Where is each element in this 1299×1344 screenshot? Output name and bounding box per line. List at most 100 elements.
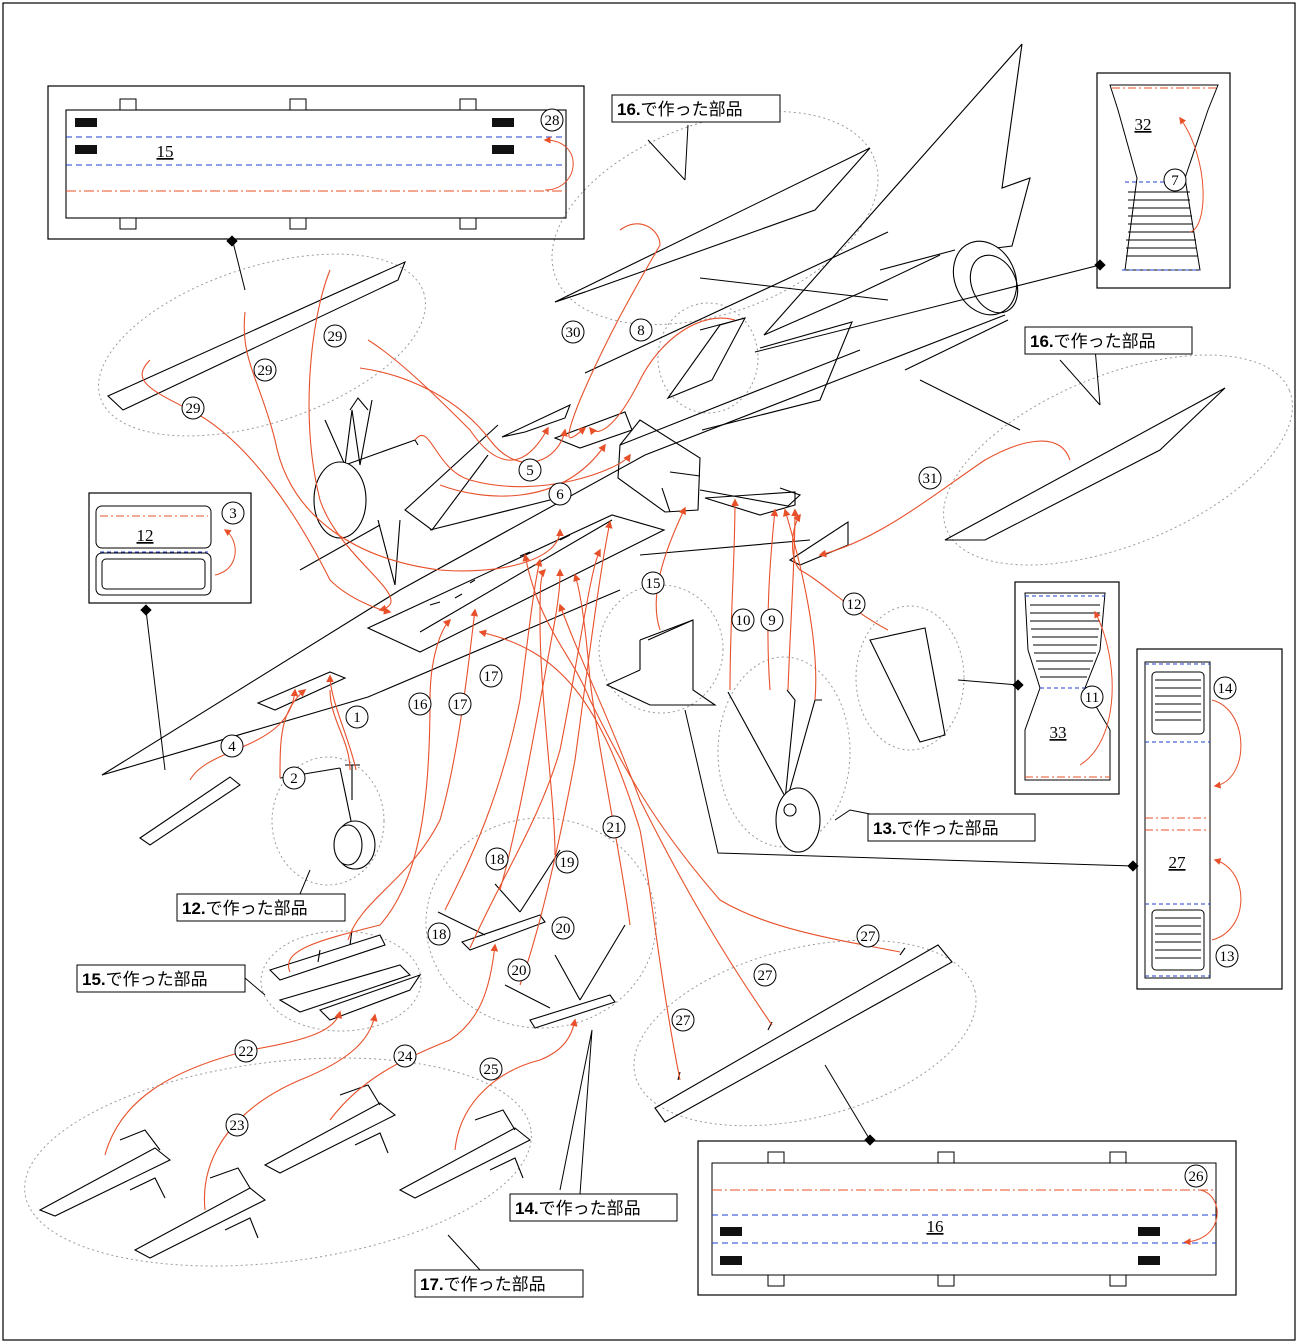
intake-ramp — [666, 317, 747, 400]
callout-17: 17.で作った部品 — [414, 1269, 584, 1298]
ellipse-upper-tank — [551, 110, 879, 326]
ellipse-main-gear-right — [717, 656, 851, 848]
flap — [869, 627, 946, 743]
nose-tray — [139, 776, 241, 846]
svg-text:9: 9 — [768, 613, 776, 629]
main-gear-left — [313, 397, 419, 539]
marker-1: 1 — [345, 705, 369, 729]
svg-text:18: 18 — [432, 927, 447, 943]
marker-21: 21 — [602, 815, 626, 839]
callout-14: 14.で作った部品 — [509, 1193, 678, 1222]
callout-16-right: 16.で作った部品 — [1024, 326, 1193, 355]
marker-17: 17 — [479, 664, 503, 688]
group-ellipses — [24, 110, 1293, 1267]
panel-27-label: 27 — [1169, 853, 1187, 872]
marker-2: 2 — [282, 766, 306, 790]
gear-bay — [605, 619, 717, 706]
marker-27: 27 — [671, 1008, 695, 1032]
ellipse-wing-strip — [98, 253, 426, 437]
marker-26: 26 — [1184, 1164, 1208, 1188]
main-gear-right — [727, 689, 822, 853]
ellipse-intake — [657, 302, 759, 414]
ellipse-right-tank — [943, 354, 1293, 566]
long-beam — [654, 944, 953, 1123]
callout-pointers — [244, 809, 871, 1271]
marker-3: 3 — [221, 501, 245, 525]
svg-text:29: 29 — [186, 401, 201, 417]
panel-15: 15 — [47, 85, 585, 240]
marker-12: 12 — [842, 592, 866, 616]
marker-30: 30 — [561, 320, 585, 344]
marker-27: 27 — [753, 963, 777, 987]
svg-text:2: 2 — [290, 771, 298, 787]
marker-29: 29 — [253, 358, 277, 382]
svg-text:1: 1 — [353, 710, 361, 726]
svg-text:16: 16 — [413, 697, 429, 713]
marker-20: 20 — [551, 916, 575, 940]
svg-text:14: 14 — [1218, 681, 1234, 697]
svg-text:12: 12 — [847, 597, 862, 613]
svg-text:22: 22 — [239, 1044, 254, 1060]
svg-text:20: 20 — [512, 963, 527, 979]
right-tank — [944, 387, 1226, 541]
ellipse-flap — [855, 605, 965, 751]
svg-text:28: 28 — [545, 113, 560, 129]
panel-33-label: 33 — [1050, 723, 1067, 742]
panel-32-label: 32 — [1135, 115, 1152, 134]
svg-text:15: 15 — [646, 576, 661, 592]
svg-text:23: 23 — [230, 1118, 245, 1134]
svg-text:12.で作った部品: 12.で作った部品 — [182, 899, 308, 918]
marker-29: 29 — [323, 324, 347, 348]
svg-text:17: 17 — [484, 669, 500, 685]
panel-12-label: 12 — [137, 526, 154, 545]
svg-text:29: 29 — [258, 363, 273, 379]
panel-27: 27 — [1136, 648, 1283, 990]
svg-text:29: 29 — [328, 329, 343, 345]
panel-32: 32 — [1096, 72, 1231, 289]
svg-text:8: 8 — [637, 323, 645, 339]
svg-text:3: 3 — [229, 506, 237, 522]
svg-text:31: 31 — [923, 471, 938, 487]
marker-29: 29 — [181, 396, 205, 420]
marker-22: 22 — [234, 1039, 258, 1063]
connector-diamonds — [140, 235, 1139, 1146]
assembly-leaders — [104, 223, 1071, 1211]
svg-text:30: 30 — [566, 325, 581, 341]
marker-4: 4 — [220, 734, 244, 758]
svg-text:17.で作った部品: 17.で作った部品 — [420, 1275, 546, 1294]
svg-text:6: 6 — [556, 487, 564, 503]
panel-33: 33 — [1014, 581, 1120, 795]
marker-24: 24 — [393, 1044, 417, 1068]
svg-text:18: 18 — [490, 852, 505, 868]
panel-16-label: 16 — [927, 1217, 944, 1236]
ellipse-nose-gear — [271, 756, 385, 886]
missiles — [38, 1084, 532, 1259]
callout-13: 13.で作った部品 — [867, 813, 1036, 842]
svg-text:27: 27 — [758, 968, 774, 984]
marker-9: 9 — [760, 608, 784, 632]
marker-15: 15 — [641, 571, 665, 595]
svg-text:11: 11 — [1085, 690, 1099, 706]
wing-strip — [107, 260, 407, 411]
marker-10: 10 — [731, 608, 755, 632]
panel-12: 12 — [88, 492, 252, 604]
marker-13: 13 — [1215, 944, 1239, 968]
marker-8: 8 — [629, 318, 653, 342]
fuselage — [101, 43, 1031, 776]
marker-5: 5 — [518, 458, 542, 482]
marker-25: 25 — [479, 1057, 503, 1081]
svg-text:27: 27 — [676, 1013, 692, 1029]
nose-pylon — [256, 671, 347, 711]
marker-7: 7 — [1163, 168, 1187, 192]
pylon-plates-upper — [501, 403, 849, 566]
marker-16: 16 — [408, 692, 432, 716]
svg-text:7: 7 — [1171, 173, 1179, 189]
panel-16: 16 — [697, 1140, 1237, 1296]
vertical-tail — [979, 43, 1031, 251]
svg-text:16.で作った部品: 16.で作った部品 — [617, 100, 743, 119]
marker-28: 28 — [540, 108, 564, 132]
marker-6: 6 — [548, 482, 572, 506]
ellipse-struts — [425, 817, 657, 1029]
